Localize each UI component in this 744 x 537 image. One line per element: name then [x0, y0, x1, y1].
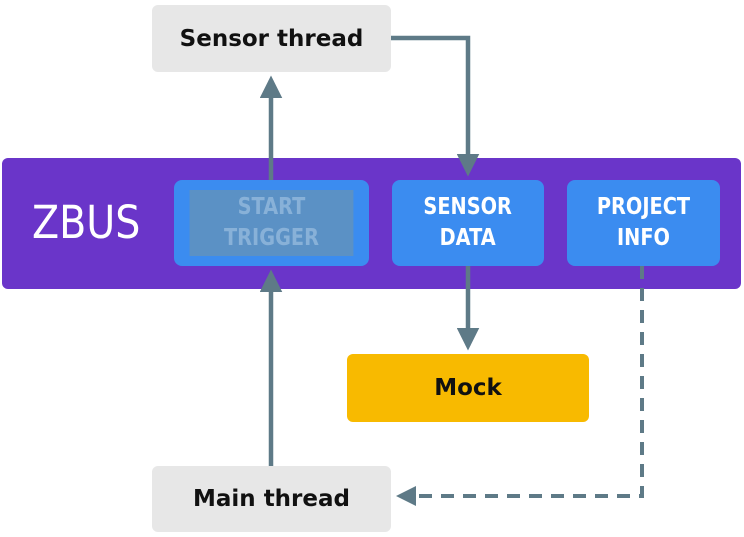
zbus-title: ZBUS [32, 196, 141, 249]
main-thread-label: Main thread [193, 486, 350, 512]
sensor-data-label: SENSOR DATA [424, 192, 513, 254]
project-info-label-line-2: INFO [617, 225, 670, 251]
mock-label: Mock [434, 375, 502, 401]
arrow-sensor-thread-to-sensor-data [391, 35, 480, 177]
start-trigger-channel: START TRIGGER [174, 180, 369, 266]
project-info-label-line-1: PROJECT [596, 194, 691, 220]
project-info-channel: PROJECT INFO [567, 180, 720, 266]
mock-node: Mock [347, 354, 589, 422]
sensor-thread-node: Sensor thread [152, 5, 391, 72]
sensor-data-channel: SENSOR DATA [392, 180, 544, 266]
sensor-thread-label: Sensor thread [179, 25, 364, 52]
sensor-data-label-line-2: DATA [439, 225, 497, 251]
project-info-label: PROJECT INFO [597, 192, 690, 254]
sensor-data-label-line-1: SENSOR [423, 194, 513, 220]
main-thread-node: Main thread [152, 466, 391, 532]
start-trigger-label: START TRIGGER [189, 190, 354, 256]
